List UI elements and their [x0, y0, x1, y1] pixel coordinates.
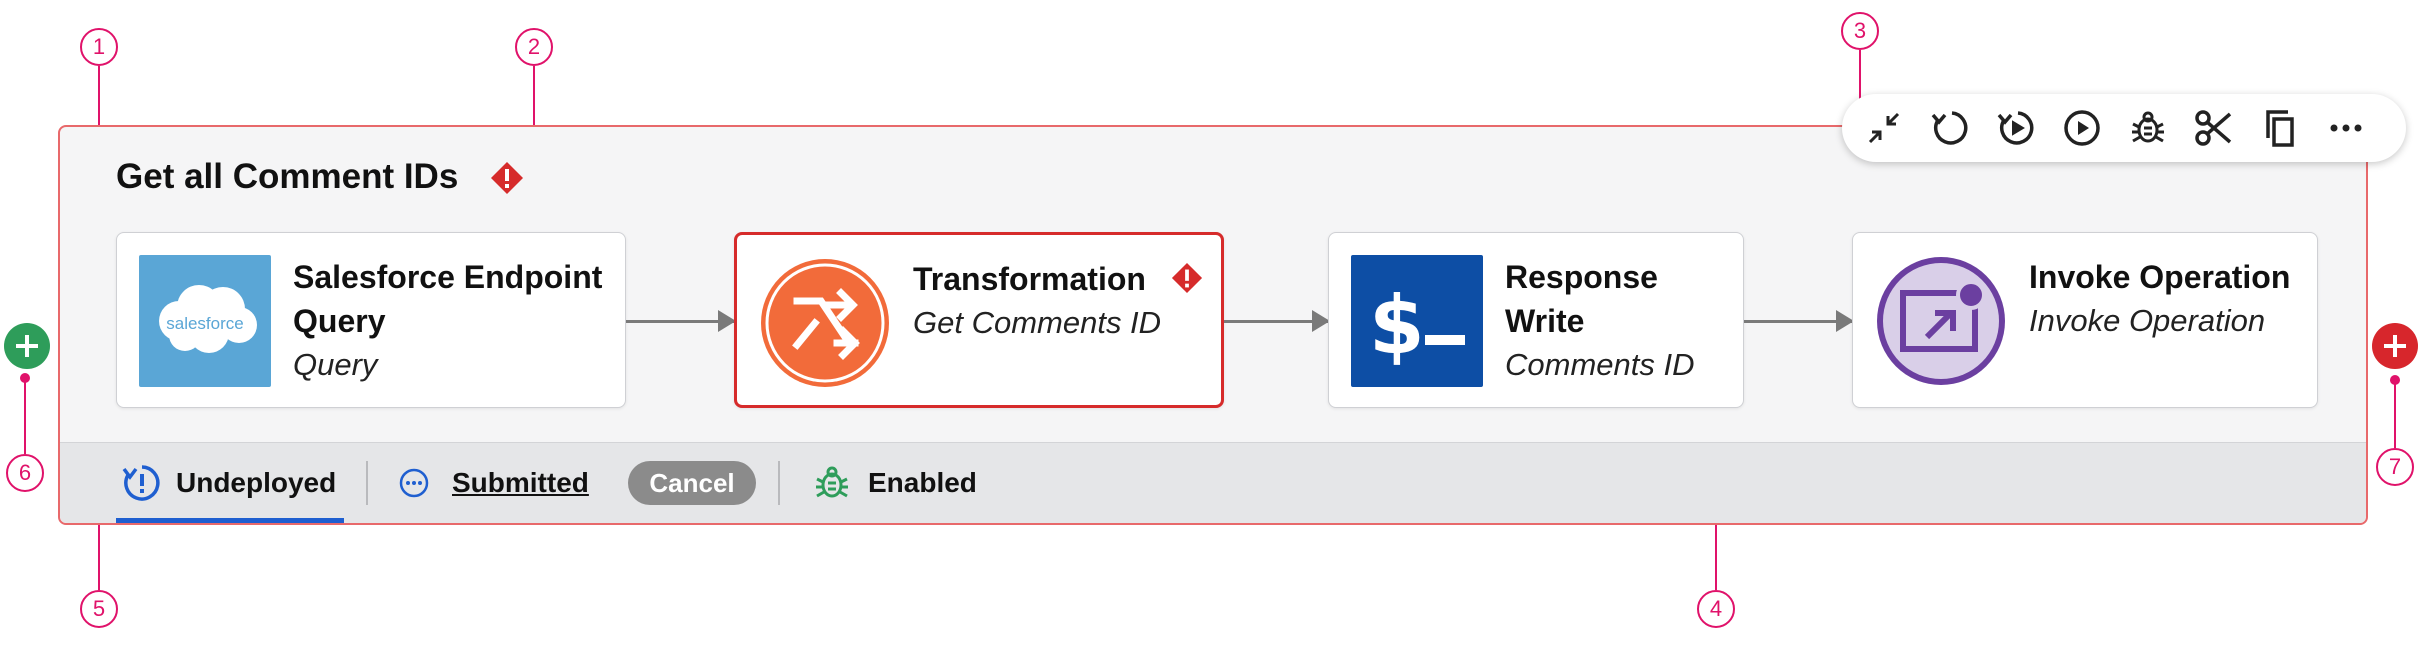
step-transformation[interactable]: Transformation Get Comments ID: [734, 232, 1224, 408]
redeploy-icon: [1931, 111, 1968, 145]
debug-status-label: Enabled: [868, 467, 977, 498]
collapse-button[interactable]: [1862, 106, 1906, 150]
operation-toolbar: [1842, 94, 2406, 162]
cut-button[interactable]: [2192, 106, 2236, 150]
submit-status[interactable]: Submitted: [398, 443, 589, 523]
step-name: Response Write: [1505, 259, 1658, 339]
flow-arrow: [1744, 310, 1854, 332]
terminal-icon: $: [1351, 255, 1483, 387]
redeploy-button[interactable]: [1928, 106, 1972, 150]
operation-footer: Undeployed Submitted Cancel: [60, 442, 2366, 523]
deploy-run-icon: [1997, 111, 2034, 145]
flow-arrow: [1224, 310, 1330, 332]
step-name: Salesforce Endpoint Query: [293, 259, 603, 339]
plus-icon: [16, 335, 38, 357]
run-button[interactable]: [2060, 106, 2104, 150]
cut-icon: [2195, 110, 2232, 146]
step-salesforce-query[interactable]: salesforce Salesforce Endpoint Query Que…: [116, 232, 626, 408]
step-name: Invoke Operation: [2029, 259, 2291, 295]
operation-title[interactable]: Get all Comment IDs: [116, 157, 459, 196]
error-icon[interactable]: [1171, 262, 1203, 294]
flow-arrow: [626, 310, 736, 332]
callout-6-dot: [20, 373, 30, 383]
callout-7: 7: [2376, 448, 2414, 486]
salesforce-logo-icon: salesforce: [139, 255, 271, 387]
svg-text:$: $: [1369, 279, 1425, 372]
error-icon[interactable]: [490, 161, 524, 200]
debug-button[interactable]: [2126, 106, 2170, 150]
deploy-run-button[interactable]: [1994, 106, 2038, 150]
bug-icon: [816, 466, 848, 498]
copy-button[interactable]: [2258, 106, 2302, 150]
plus-icon: [2384, 335, 2406, 357]
callout-1-line: [98, 66, 100, 168]
callout-5: 5: [80, 590, 118, 628]
callout-2: 2: [515, 28, 553, 66]
deploy-status-label: Undeployed: [176, 467, 337, 498]
callout-6: 6: [6, 454, 44, 492]
callout-3-line: [1859, 50, 1861, 126]
pending-icon: [399, 468, 429, 498]
more-button[interactable]: [2324, 106, 2368, 150]
operation-card[interactable]: Get all Comment IDs salesforce Salesforc…: [58, 125, 2368, 525]
add-step-before-button[interactable]: [4, 323, 50, 369]
divider: [778, 461, 780, 505]
callout-6-line: [24, 376, 26, 454]
divider: [366, 461, 368, 505]
callout-4: 4: [1697, 590, 1735, 628]
more-icon: [2330, 124, 2362, 132]
step-subtitle: Get Comments ID: [913, 305, 1162, 340]
callout-3: 3: [1841, 12, 1879, 50]
callout-1: 1: [80, 28, 118, 66]
callout-5-line: [98, 484, 100, 590]
step-subtitle: Comments ID: [1505, 347, 1695, 382]
collapse-icon: [1868, 112, 1900, 144]
run-icon: [2064, 110, 2100, 146]
copy-icon: [2266, 110, 2294, 147]
step-name: Transformation: [913, 257, 1207, 301]
shuffle-icon: [759, 257, 891, 389]
step-response-write[interactable]: $ Response Write Comments ID: [1328, 232, 1744, 408]
cancel-button[interactable]: Cancel: [628, 461, 756, 505]
invoke-operation-icon: [1875, 255, 2007, 387]
step-subtitle: Query: [293, 347, 378, 382]
salesforce-logo-text: salesforce: [166, 314, 243, 333]
step-subtitle: Invoke Operation: [2029, 303, 2266, 338]
debug-icon: [2132, 111, 2164, 143]
step-invoke-operation[interactable]: Invoke Operation Invoke Operation: [1852, 232, 2318, 408]
debug-status[interactable]: Enabled: [814, 443, 977, 523]
submit-status-link[interactable]: Submitted: [452, 467, 589, 498]
callout-2-line: [533, 66, 535, 172]
add-step-after-button[interactable]: [2372, 323, 2418, 369]
active-tab-underline: [116, 518, 344, 523]
undeployed-icon: [122, 465, 160, 501]
callout-7-dot: [2390, 375, 2400, 385]
callout-7-line: [2394, 378, 2396, 448]
deploy-status[interactable]: Undeployed: [122, 443, 336, 523]
